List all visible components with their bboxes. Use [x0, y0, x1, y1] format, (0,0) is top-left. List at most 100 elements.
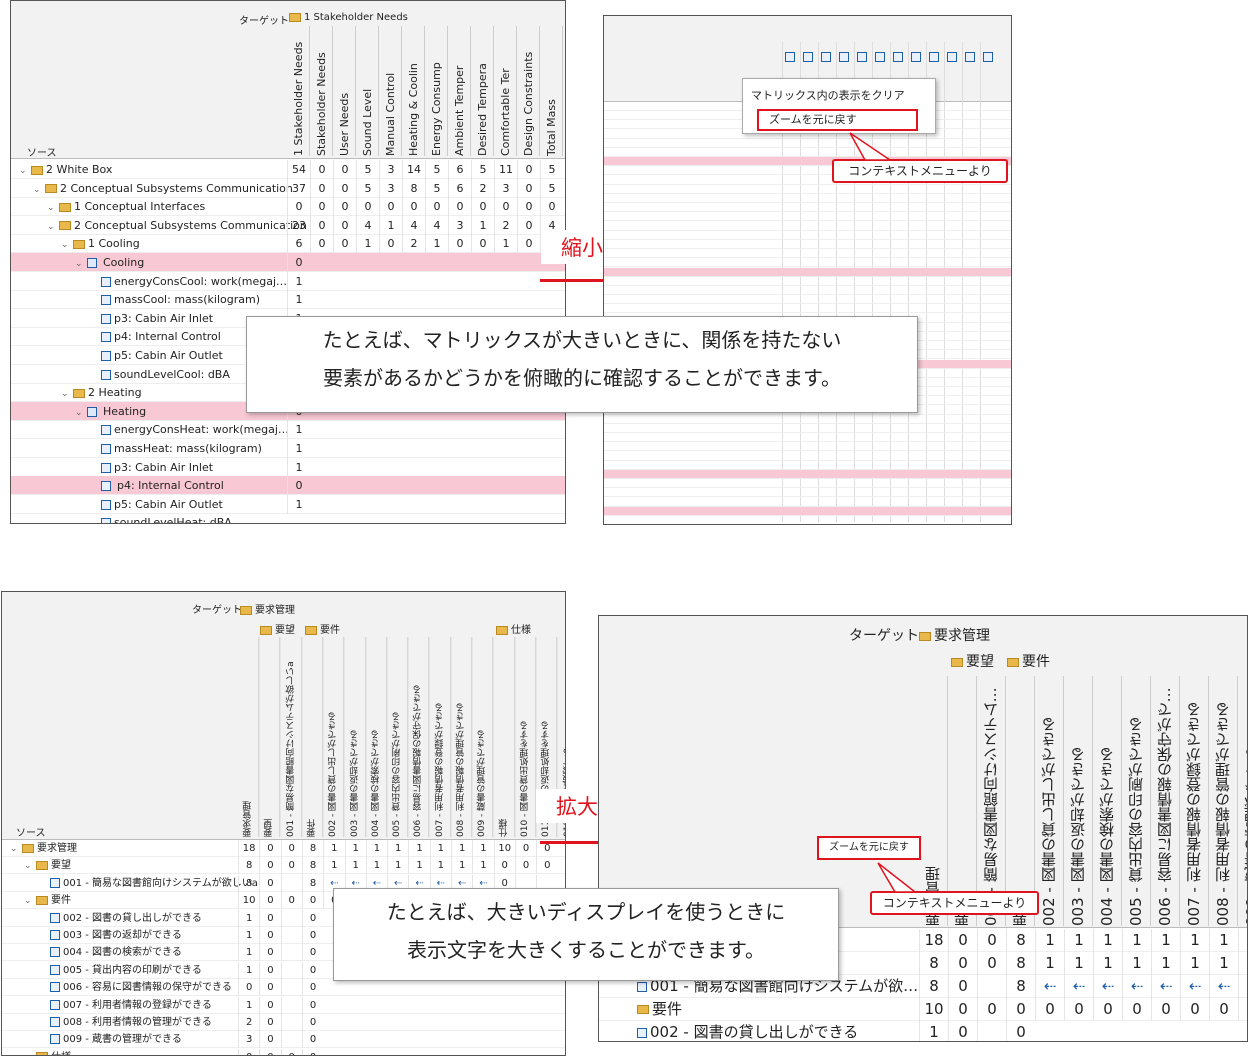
cell-value: 10	[238, 892, 259, 910]
cell-value: 1	[287, 271, 310, 291]
req-icon	[50, 947, 60, 958]
cell-value: 3	[448, 215, 471, 235]
mini-column	[836, 42, 854, 522]
row-label[interactable]: 006 - 容易に図書情報の保守ができる	[38, 979, 232, 996]
row-label[interactable]: ⌄要望	[24, 857, 71, 875]
row-label[interactable]: 007 - 利用者情報の登録ができる	[38, 997, 212, 1014]
row-label[interactable]: p4: Internal Control	[89, 476, 227, 495]
mini-column	[800, 42, 818, 522]
row-label[interactable]: massHeat: mass(kilogram)	[89, 439, 262, 458]
row-label[interactable]: 005 - 貸出内容の印刷ができる	[38, 962, 202, 979]
cell-value: ⇠	[1209, 975, 1238, 998]
cell-value: 1	[287, 494, 310, 514]
cell-value: 0	[301, 961, 323, 979]
cell-value: 0	[310, 160, 333, 179]
cell-value: 0	[948, 975, 977, 998]
mini-column	[980, 42, 998, 522]
cell-value: 0	[259, 857, 280, 875]
cell-value	[280, 874, 302, 892]
row-label[interactable]: ⌄Cooling	[75, 253, 147, 274]
cell-value	[536, 874, 557, 892]
folder-icon	[919, 631, 931, 641]
mini-row	[604, 222, 1011, 231]
cell-value: 18	[919, 929, 948, 952]
row-label[interactable]: 要件	[637, 998, 682, 1021]
row-label[interactable]: ⌄2 White Box	[19, 160, 112, 181]
cell-value: 0	[1238, 998, 1247, 1021]
row-label[interactable]: energyConsHeat: work(megaj…	[89, 420, 289, 439]
cell-value: 0	[259, 996, 280, 1014]
cell-value: 0	[517, 234, 540, 254]
column-header: Sound Level	[356, 26, 379, 156]
cell-value: ⇠	[472, 874, 493, 892]
cell-value	[977, 975, 1006, 998]
row-label[interactable]: 003 - 図書の返却ができる	[38, 927, 182, 944]
req-icon	[50, 912, 60, 923]
req-icon	[50, 982, 60, 993]
cell-value	[280, 979, 302, 997]
column-header: 010 - 図書の貸出処理をする	[514, 637, 537, 837]
row-label[interactable]: energyConsCool: work(megaj…	[89, 272, 287, 291]
row-label[interactable]: 004 - 図書の検索ができる	[38, 944, 182, 961]
cell-value: 0	[493, 874, 515, 892]
req-icon	[50, 999, 60, 1010]
cell-value: 1	[408, 840, 429, 857]
row-label[interactable]: 008 - 利用者情報の管理ができる	[38, 1014, 212, 1031]
cell-value: 1	[238, 909, 259, 927]
cell-value: 1	[408, 857, 429, 875]
cell-value: 0	[1006, 1021, 1035, 1041]
row-label[interactable]: ⌄要求管理	[10, 840, 77, 858]
column-header: 002 - 図書の貸し出しができる	[1035, 676, 1064, 926]
row-label[interactable]: 009 - 蔵書の管理ができる	[38, 1031, 182, 1048]
cell-value: 11	[494, 160, 517, 179]
cell-value: 0	[448, 197, 471, 217]
cell-value: 3	[494, 178, 517, 198]
reset-zoom-menu-item[interactable]: ズームを元に戻す	[757, 109, 918, 131]
expand-chevron-icon: ⌄	[61, 240, 69, 251]
row-label-text: energyConsHeat: work(megaj…	[114, 423, 289, 437]
mini-column	[908, 42, 926, 522]
cell-value: 0	[379, 197, 402, 217]
prop-icon	[101, 276, 111, 287]
row-label[interactable]: massCool: mass(kilogram)	[89, 290, 260, 309]
expand-chevron-icon: ⌄	[75, 259, 83, 269]
row-label[interactable]: p4: Internal Control	[89, 327, 221, 346]
mini-column-icon	[875, 52, 885, 62]
row-label[interactable]: p3: Cabin Air Inlet	[89, 309, 213, 328]
row-label[interactable]: ⌄2 Heating	[61, 383, 142, 404]
row-label[interactable]: ⌄仕様	[24, 1049, 71, 1055]
row-label[interactable]: ⌄1 Conceptual Interfaces	[47, 197, 205, 218]
row-label[interactable]: 001 - 簡易な図書館向けシステムが欲…	[637, 975, 918, 998]
row-label[interactable]: soundLevelHeat: dBA	[89, 513, 232, 523]
column-header: 要件	[1006, 676, 1035, 926]
row-label[interactable]: 002 - 図書の貸し出しができる	[637, 1021, 858, 1041]
cell-value: ⇠	[1238, 975, 1247, 998]
row-label[interactable]: 001 - 簡易な図書館向けシステムが欲しいa	[38, 875, 258, 892]
cell-value: 0	[238, 979, 259, 997]
cell-value: ⇠	[344, 874, 366, 892]
reset-zoom-button[interactable]: ズームを元に戻す	[817, 836, 921, 860]
row-label[interactable]: ⌄Heating	[75, 402, 149, 423]
row-label[interactable]: p5: Cabin Air Outlet	[89, 495, 223, 514]
row-label[interactable]: 002 - 図書の貸し出しができる	[38, 910, 202, 927]
source-label: ソース	[27, 148, 57, 159]
cell-value: 6	[448, 178, 471, 198]
port-icon	[101, 332, 111, 343]
row-label[interactable]: ⌄要件	[24, 892, 71, 910]
row-label[interactable]: ⌄2 Conceptual Subsystems Communication	[33, 179, 293, 200]
row-label[interactable]: ⌄2 Conceptual Subsystems Communication	[47, 216, 307, 237]
row-label[interactable]: p3: Cabin Air Inlet	[89, 458, 213, 477]
clear-display-menu-item[interactable]: マトリックス内の表示をクリア	[751, 89, 905, 102]
row-label-text: p5: Cabin Air Outlet	[114, 497, 223, 511]
row-label-text: 仕様	[51, 1052, 71, 1055]
row-label[interactable]: ⌄ 1 Cooling	[61, 234, 140, 255]
column-header: 要望	[948, 676, 977, 926]
row-label[interactable]: p5: Cabin Air Outlet	[89, 346, 223, 365]
cell-value: 5	[356, 160, 379, 179]
row-label[interactable]: soundLevelCool: dBA	[89, 365, 230, 384]
callout-line2: 要素があるかどうかを俯瞰的に確認することができます。	[323, 366, 841, 390]
row-label-text: 1 Cooling	[88, 237, 140, 251]
row-label-text: 006 - 容易に図書情報の保守ができる	[63, 982, 232, 994]
cell-value: 4	[425, 215, 448, 235]
cell-value: 0	[301, 892, 323, 910]
